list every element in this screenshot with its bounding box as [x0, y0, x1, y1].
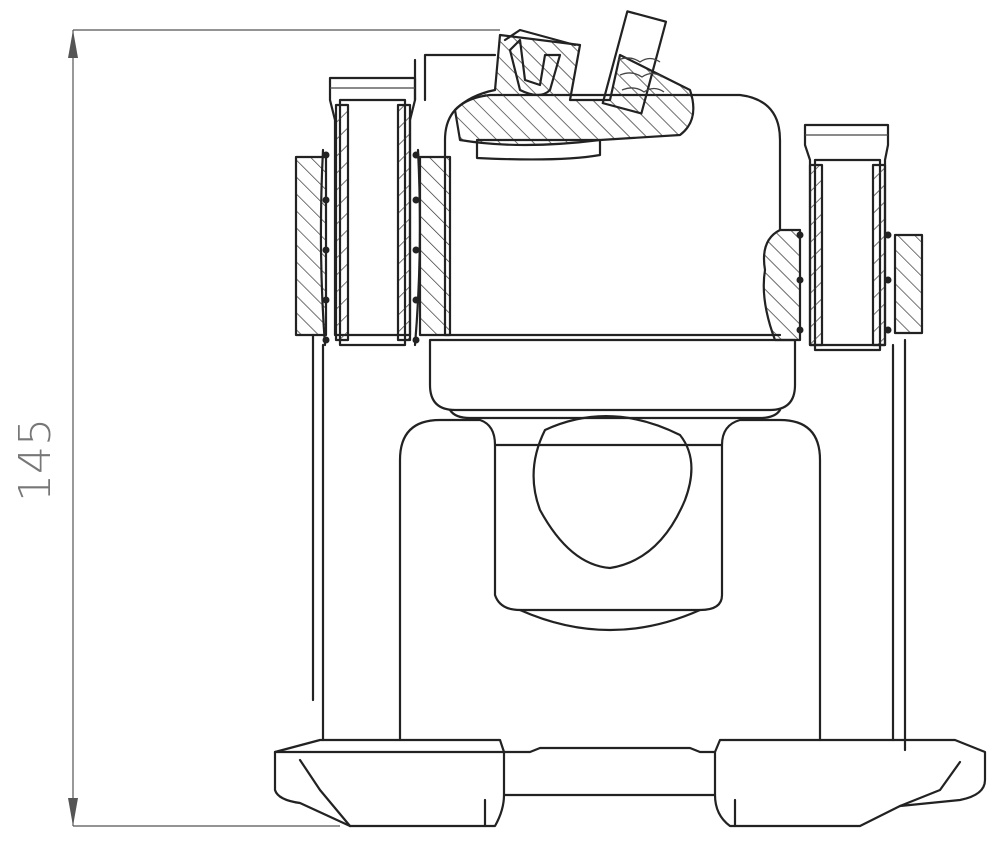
dimension-arrow-top — [68, 30, 78, 58]
right-guide-pin — [762, 123, 924, 352]
left-guide-pin — [294, 76, 452, 347]
mounting-flange — [273, 738, 987, 828]
dimension-value: 145 — [10, 418, 61, 502]
height-dimension: 145 — [10, 29, 500, 827]
piston-seal-section — [453, 10, 695, 161]
dimension-arrow-bottom — [68, 798, 78, 826]
piston-body — [428, 93, 797, 420]
caliper-bridge — [398, 415, 822, 742]
